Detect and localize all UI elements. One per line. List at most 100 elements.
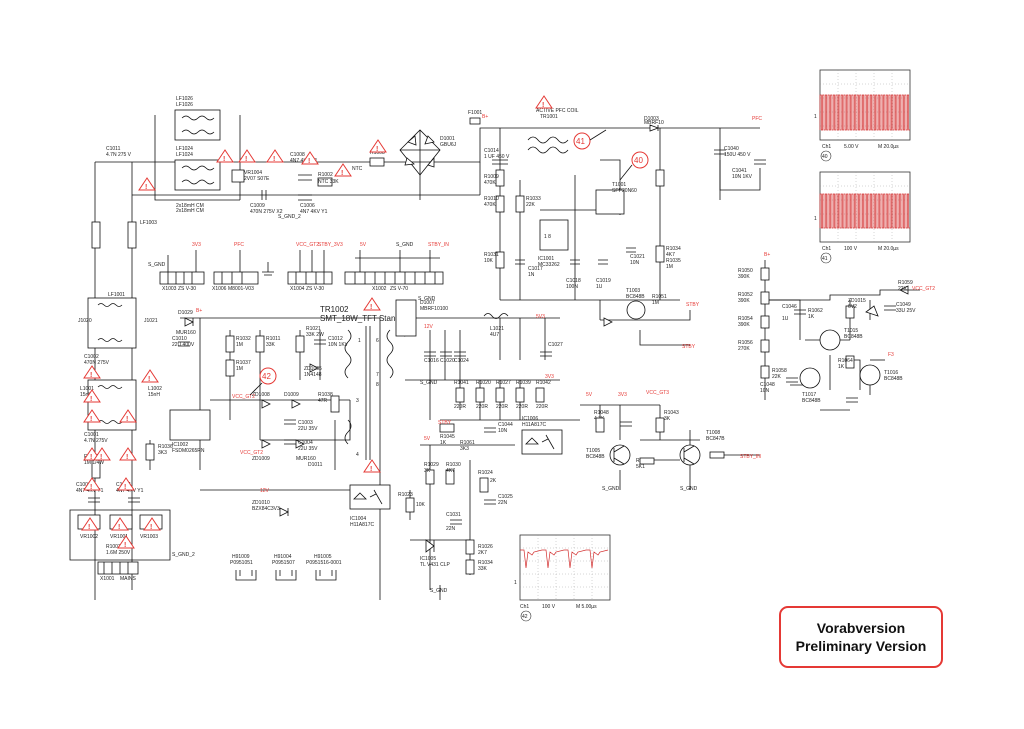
marker-41: 41: [573, 132, 591, 150]
svg-text:42: 42: [262, 372, 271, 381]
lbl-fr-10: R1062: [808, 308, 823, 314]
lbl-lr-15: 220R: [454, 404, 466, 410]
heatsinks: H91009 P0951051 H91004 P0951507 H91005 P…: [230, 554, 342, 581]
lbl-r-15: 1U: [596, 284, 603, 290]
lbl-left-16: VR1003: [140, 534, 158, 540]
lbl-pfc-coil: ACTIVE PFC COIL: [536, 108, 579, 114]
warning-icon: !: [117, 477, 135, 491]
net-vcc-gt3-out: VCC_GT2: [912, 286, 935, 292]
lbl-r-16: C1021: [630, 254, 645, 260]
scope42-id: 42: [522, 614, 528, 620]
lbl-fr-29: 22K: [898, 286, 908, 292]
lbl-mid-4: 2V07 S07E: [244, 176, 270, 182]
part-cm-choke: 2x18mH CM: [176, 203, 204, 209]
lbl-pfc-coil-ref: TR1001: [540, 114, 558, 120]
lbl-lr-45: 3K: [664, 416, 671, 422]
lbl-lr-37: 3K3: [460, 446, 469, 452]
lbl-mid-0: LF1026: [176, 96, 193, 102]
resistor-r1045: [439, 423, 455, 433]
lbl-mid-9: C1006: [300, 203, 315, 209]
lbl-lr-38: C1044: [498, 422, 513, 428]
lbl-left-4: C1002: [84, 354, 99, 360]
svg-text:!: !: [90, 484, 92, 491]
net-3v3-c: 3V3: [618, 392, 627, 398]
lbl-ll-28: ZD1010: [252, 500, 270, 506]
transistor-t1005: [609, 444, 631, 466]
lbl-h91009-part: P0951051: [230, 560, 253, 566]
bridge-d1001: [404, 135, 435, 168]
lbl-mid-10: 4N7 4KV Y1: [300, 209, 328, 215]
lbl-ll-5: 1M: [236, 342, 243, 348]
resistor-r1036: [145, 443, 155, 461]
svg-text:!: !: [150, 524, 152, 531]
warning-icon: !: [301, 151, 319, 165]
lbl-x1006-part: M8001-V03: [228, 286, 254, 292]
lbl-fr-9: 22K: [772, 374, 782, 380]
warning-icon: !: [119, 447, 137, 461]
lbl-fr-24: T1017: [802, 392, 816, 398]
measurement-markers: 40 41 42: [249, 129, 649, 396]
lbl-r-3: 470K: [484, 180, 496, 186]
resistor-r1056: [760, 339, 770, 353]
connector-row: [159, 250, 444, 285]
lbl-fr-12: R1064: [838, 358, 853, 364]
lbl-ll-27: MUR160: [296, 456, 316, 462]
lbl-r-0: C1014: [484, 148, 499, 154]
net-3v3-a: 3V3: [192, 242, 201, 248]
lbl-fr-14: C1046: [782, 304, 797, 310]
shunt-ic1005: [425, 539, 435, 553]
lbl-ic1001-part: MC33262: [538, 262, 560, 268]
scope41-time: M 20.0µs: [878, 246, 899, 252]
lbl-x1002-part: ZS V-70: [390, 286, 408, 292]
lbl-x1004: X1004: [290, 286, 305, 292]
svg-text:4: 4: [356, 452, 359, 458]
cap-c1025: [484, 499, 496, 505]
pfc-block: 1 8: [492, 124, 766, 327]
resistor-r1046: [709, 451, 725, 459]
lbl-left-24: 15nH: [148, 392, 160, 398]
resistor-r1052: [760, 291, 770, 305]
lbl-lr-19: 1K: [440, 440, 447, 446]
ntc-r1008: [369, 157, 385, 167]
svg-text:!: !: [370, 466, 372, 473]
svg-text:!: !: [370, 304, 372, 311]
resistor-r1027: [495, 387, 505, 403]
ic1001-pins: 1 8: [544, 234, 551, 240]
lbl-fr-28: R1059: [898, 280, 913, 286]
lbl-mid-1: LF1024: [176, 146, 193, 152]
resistor-r1034b: [465, 539, 475, 555]
scope41-id: 41: [822, 256, 828, 262]
lbl-tr1002-note: SMT_18W_TFT Standby: [320, 314, 408, 323]
lbl-lr-29: 3K: [424, 468, 431, 474]
net-stby-3v3: VCC_GT3: [646, 390, 669, 396]
lbl-r-4: R1010: [484, 196, 499, 202]
net-stby-r: STBY: [682, 344, 696, 350]
lbl-h91005-part: P0951516-0001: [306, 560, 342, 566]
lbl-mid-14: GBU6J: [440, 142, 457, 148]
lbl-fr-23: BC848B: [884, 376, 903, 382]
lbl-fr-21: BC848B: [844, 334, 863, 340]
svg-text:!: !: [126, 454, 128, 461]
diode-d1003: [649, 124, 660, 132]
resistor-r1034: [655, 169, 665, 187]
marker-42: 42: [259, 367, 277, 385]
svg-text:3: 3: [356, 398, 359, 404]
zener-zd1010: [279, 507, 289, 517]
resistor-r1039: [515, 387, 525, 403]
resistor-r1010: [495, 195, 505, 213]
svg-text:!: !: [126, 416, 128, 423]
lbl-lr-4: C1024: [454, 358, 469, 364]
resistor-r1062: [845, 305, 855, 319]
lbl-lr-3: C1020: [440, 358, 455, 364]
resistor-r1058: [760, 365, 770, 379]
lbl-lr-44: R1043: [664, 410, 679, 416]
ntc-r1002: [317, 177, 333, 187]
lbl-lr-24: C1025: [498, 494, 513, 500]
warning-icon: !: [334, 163, 352, 177]
lbl-r-27: 1M: [666, 264, 673, 270]
lbl-lr-27: 2K7: [478, 550, 487, 556]
svg-text:!: !: [145, 184, 147, 191]
resistor-r1041: [455, 387, 465, 403]
resistor-r1021: [295, 335, 305, 353]
